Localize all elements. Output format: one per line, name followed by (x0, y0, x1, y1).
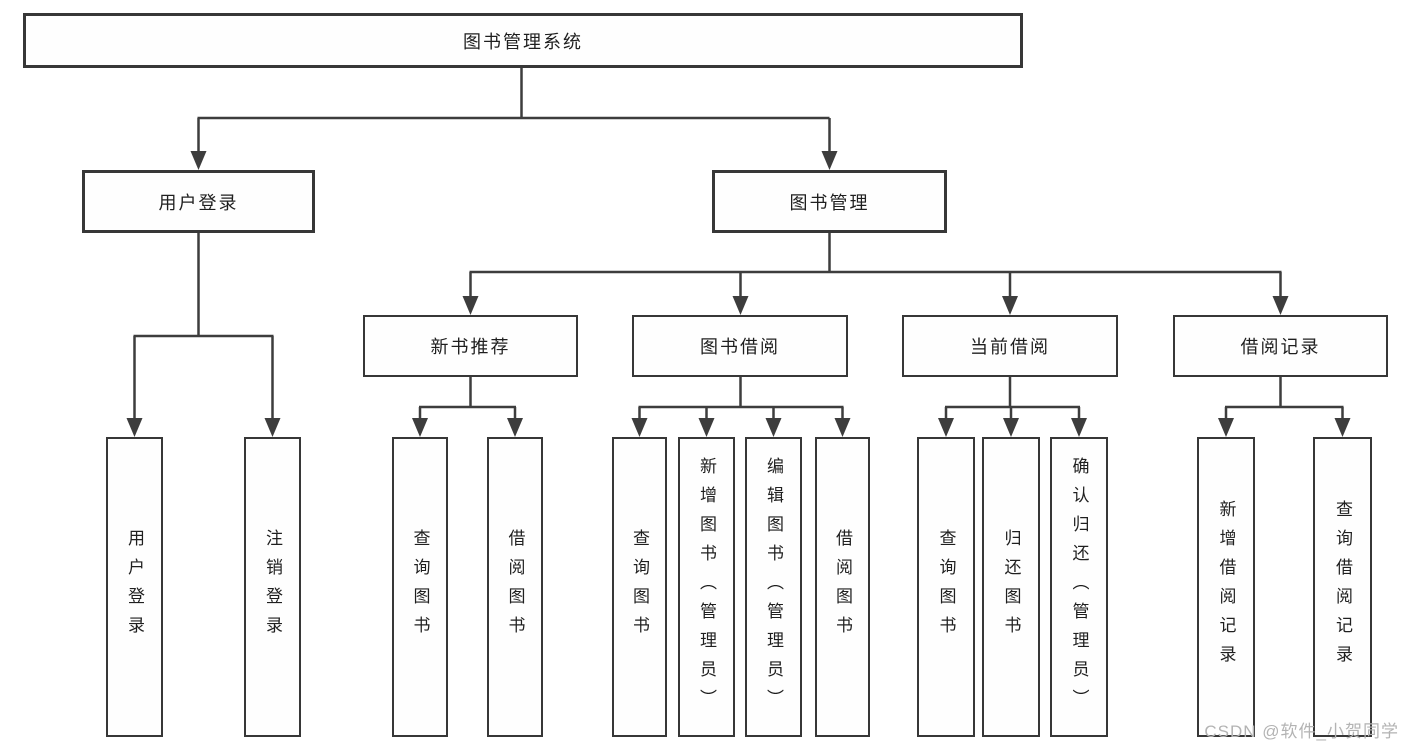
node-library-management-system: 图书管理系统 (23, 13, 1023, 68)
connector-current-borrow (938, 377, 1087, 437)
leaf-query-borrow-record: 查询借阅记录 (1313, 437, 1372, 737)
leaf-return-book: 归还图书 (982, 437, 1040, 737)
leaf-borrow-book-1: 借阅图书 (487, 437, 543, 737)
node-current-borrow: 当前借阅 (902, 315, 1118, 377)
connector-book-borrow (631, 377, 851, 437)
leaf-borrow-book-2: 借阅图书 (815, 437, 870, 737)
connector-user-login (126, 233, 281, 437)
connector-book-management (462, 233, 1289, 315)
leaf-query-book-2: 查询图书 (612, 437, 667, 737)
node-new-book-recommend: 新书推荐 (363, 315, 578, 377)
leaf-query-book-1: 查询图书 (392, 437, 448, 737)
node-borrow-record: 借阅记录 (1173, 315, 1388, 377)
watermark: CSDN @软件_小贺同学 (1204, 722, 1399, 741)
connector-borrow-record (1218, 377, 1351, 437)
leaf-add-book-admin: 新增图书（管理员） (678, 437, 735, 737)
connector-new-book (412, 377, 523, 437)
leaf-user-login: 用户登录 (106, 437, 163, 737)
leaf-query-book-3: 查询图书 (917, 437, 975, 737)
leaf-confirm-return-admin: 确认归还（管理员） (1050, 437, 1108, 737)
node-book-borrow: 图书借阅 (632, 315, 848, 377)
leaf-logout: 注销登录 (244, 437, 301, 737)
node-user-login: 用户登录 (82, 170, 315, 233)
node-book-management: 图书管理 (712, 170, 947, 233)
connector-root (190, 68, 838, 170)
leaf-edit-book-admin: 编辑图书（管理员） (745, 437, 802, 737)
leaf-add-borrow-record: 新增借阅记录 (1197, 437, 1255, 737)
